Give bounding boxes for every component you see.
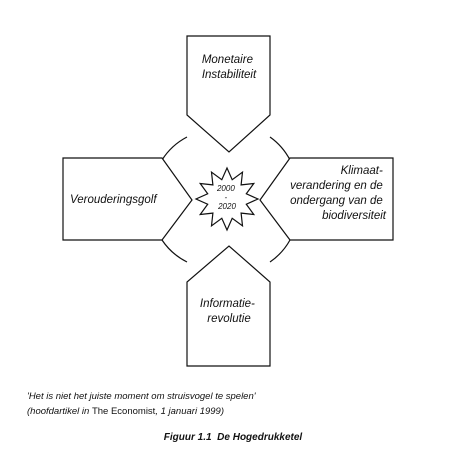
circle-arc-top-left	[161, 136, 188, 161]
center-label: 2000 - 2020	[216, 184, 237, 211]
bottom-label: Informatie- revolutie	[200, 298, 258, 325]
figure-number: Figuur 1.1	[163, 432, 212, 443]
quote-source-suffix: , 1 januari 1999)	[155, 406, 224, 417]
quote-source-publication: The Economist	[91, 406, 156, 417]
figure-caption: Figuur 1.1 De Hogedrukketel	[0, 432, 466, 443]
quote-block: 'Het is niet het juiste moment om struis…	[27, 389, 256, 419]
figure-title: De Hogedrukketel	[217, 432, 303, 443]
quote-source-prefix: (hoofdartikel in	[27, 406, 92, 417]
top-arrow	[186, 35, 271, 153]
circle-arc-top-right	[269, 136, 291, 161]
center-starburst	[194, 166, 260, 232]
left-arrow	[62, 157, 193, 241]
top-label: Monetaire Instabiliteit	[202, 54, 257, 81]
quote-text: 'Het is niet het juiste moment om struis…	[27, 391, 256, 402]
right-label: Klimaat- verandering en de ondergang van…	[290, 165, 387, 222]
quote-line: 'Het is niet het juiste moment om struis…	[27, 389, 256, 404]
circle-arc-bottom-left	[161, 239, 188, 263]
quote-source-line: (hoofdartikel in The Economist, 1 januar…	[27, 404, 256, 419]
left-label: Verouderingsgolf	[70, 194, 158, 206]
circle-arc-bottom-right	[269, 239, 291, 263]
right-arrow	[259, 157, 394, 241]
bottom-arrow	[186, 245, 271, 367]
